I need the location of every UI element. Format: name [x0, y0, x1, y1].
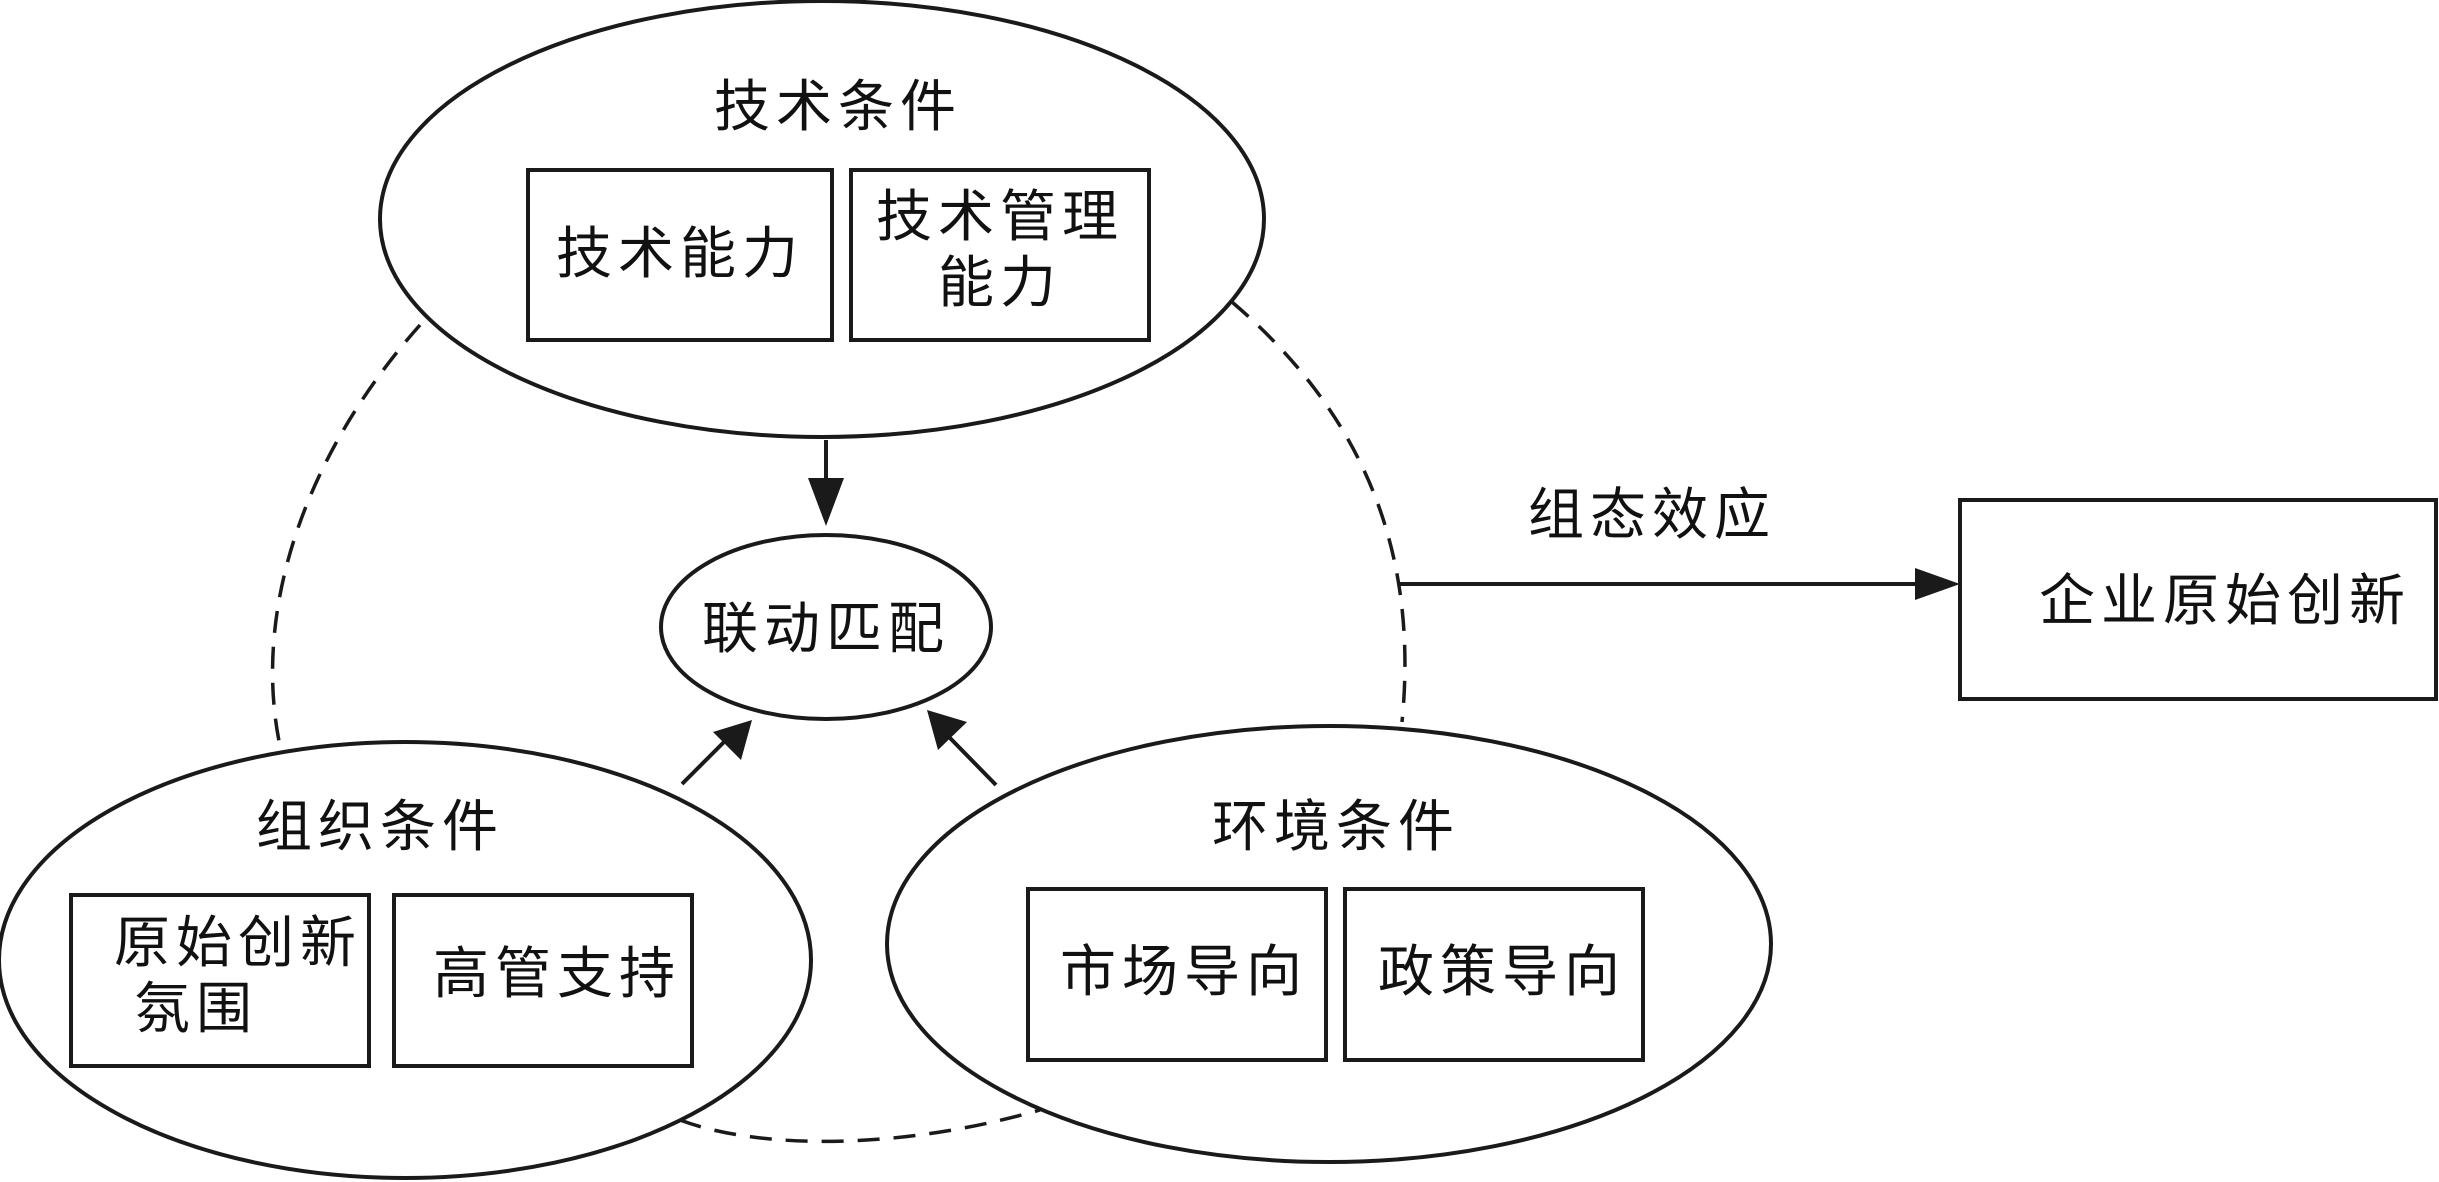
technical-condition-group: 技术条件 技术能力 技术管理 能力 — [378, 0, 1266, 439]
outcome-box — [1958, 498, 2438, 701]
arrowhead-technical — [808, 478, 844, 526]
technical-box-management-line2: 能力 — [938, 251, 1062, 316]
environment-title: 环境条件 — [1212, 795, 1460, 860]
center-label: 联动匹配 — [702, 597, 950, 662]
outcome-label: 企业原始创新 — [2039, 569, 2411, 634]
center-group: 联动匹配 — [659, 533, 993, 721]
arrowhead-environment — [927, 710, 967, 750]
effect-label: 组态效应 — [1528, 483, 1776, 548]
dashed-arc-bottom — [679, 1108, 1041, 1144]
technical-box-ability — [526, 168, 834, 342]
center-ellipse — [659, 533, 993, 721]
environment-box-policy-label: 政策导向 — [1378, 940, 1626, 1005]
organization-box-executive-label: 高管支持 — [433, 942, 681, 1007]
environment-condition-group: 环境条件 市场导向 政策导向 — [885, 724, 1773, 1164]
technical-box-management-line1: 技术管理 — [876, 185, 1124, 250]
technical-box-management — [849, 168, 1151, 342]
environment-box-market-label: 市场导向 — [1060, 940, 1308, 1005]
technical-title: 技术条件 — [714, 75, 962, 140]
outcome-group: 企业原始创新 — [1958, 498, 2438, 701]
effect-arrowhead — [1915, 568, 1960, 600]
technical-box-ability-label: 技术能力 — [556, 222, 804, 287]
organization-box-atmosphere-line1: 原始创新 — [114, 911, 362, 976]
organization-box-atmosphere — [69, 893, 371, 1068]
arrow-environment-to-center — [948, 736, 998, 787]
arrowhead-organization — [713, 720, 752, 760]
environment-box-market — [1026, 887, 1328, 1062]
organization-title: 组织条件 — [256, 795, 504, 860]
dashed-arc-left — [270, 323, 422, 756]
organization-condition-group: 组织条件 原始创新 氛围 高管支持 — [0, 740, 813, 1180]
organization-box-executive — [392, 893, 694, 1068]
organization-box-atmosphere-line2: 氛围 — [134, 977, 258, 1042]
dashed-arc-right — [1230, 300, 1407, 723]
arrow-organization-to-center — [680, 734, 732, 786]
environment-box-policy — [1343, 887, 1645, 1062]
